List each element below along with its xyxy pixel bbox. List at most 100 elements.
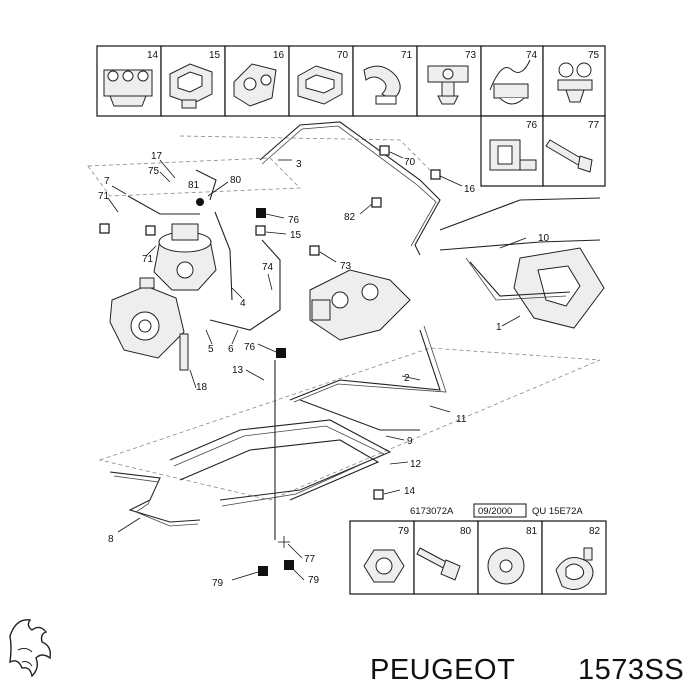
- marker-square: [145, 225, 156, 236]
- pipe-7: [127, 195, 200, 215]
- legend-label: 82: [589, 526, 601, 537]
- callout-label: 70: [404, 157, 416, 168]
- callout-label: 10: [538, 233, 550, 244]
- leader-76a: [265, 213, 285, 219]
- pipe-3-inner: [261, 125, 437, 247]
- legend-label: 16: [273, 50, 285, 61]
- callout-label: 73: [340, 261, 352, 272]
- pipe-10: [439, 239, 601, 251]
- legend-label: 14: [147, 50, 159, 61]
- legend-label: 73: [465, 50, 477, 61]
- engine-mount-icon: [513, 247, 605, 329]
- callout-label: 80: [230, 175, 242, 186]
- leader-75: [159, 171, 171, 183]
- leader-73: [319, 251, 337, 263]
- legend-label: 15: [209, 50, 221, 61]
- marker-square: [379, 145, 390, 156]
- leader-5: [205, 329, 213, 345]
- leader-13: [245, 369, 265, 381]
- legend-label: 74: [526, 50, 538, 61]
- cap-screw-icon: [416, 547, 461, 581]
- washer-icon: [487, 547, 525, 585]
- legend-label: 81: [526, 526, 538, 537]
- callout-label: 8: [108, 534, 114, 545]
- pipe-3: [259, 121, 441, 256]
- reference-strip: 6173072A 09/2000 QU 15E72A: [410, 503, 583, 518]
- pipe-9: [299, 399, 420, 431]
- callout-label: 5: [208, 344, 214, 355]
- leader-15: [265, 231, 287, 235]
- date-box: [473, 503, 527, 518]
- leader-14: [383, 489, 401, 495]
- leader-71b: [145, 245, 157, 257]
- callout-label: 79: [212, 578, 224, 589]
- callout-label: 75: [148, 166, 160, 177]
- leader-9: [385, 435, 405, 441]
- leader-77: [287, 543, 303, 559]
- pipe-4: [214, 211, 233, 301]
- cross-marker-icon: [278, 536, 290, 548]
- injection-pump-icon: [109, 277, 185, 359]
- pipe-6: [209, 239, 281, 331]
- pipe-2-inner: [293, 325, 447, 403]
- drain-tube-icon: [179, 333, 189, 371]
- callout-label: 16: [464, 184, 476, 195]
- leader-79b: [291, 567, 305, 581]
- leader-76b: [257, 343, 277, 353]
- legend-label: 76: [526, 120, 538, 131]
- marker-filled-square: [256, 208, 266, 218]
- leader-16: [439, 175, 463, 187]
- leader-10: [499, 237, 527, 249]
- top-legend: 14 15 16 70 71 73 74 75 76 77: [96, 45, 606, 187]
- drawing-date: 09/2000: [478, 506, 512, 517]
- callout-label: 9: [407, 436, 413, 447]
- marker-filled-square: [284, 560, 294, 570]
- legend-label: 75: [588, 50, 600, 61]
- leader-82: [359, 203, 373, 215]
- pipe-12-inner: [173, 425, 385, 507]
- legend-cell-77: [542, 115, 606, 187]
- pipe-2: [289, 329, 441, 401]
- leader-8: [117, 517, 141, 533]
- leader-6: [231, 329, 239, 345]
- nut-icon: [363, 549, 405, 583]
- legend-label: 71: [401, 50, 413, 61]
- marker-dot: [196, 198, 204, 206]
- floor-outline: [98, 347, 601, 501]
- marker-square: [99, 223, 110, 234]
- double-holder-icon: [297, 65, 343, 105]
- drawing-number: 6173072A: [410, 506, 454, 517]
- callout-label: 13: [232, 365, 244, 376]
- hose-clip-icon: [555, 547, 594, 590]
- pipe-1: [469, 261, 571, 297]
- callout-label: 15: [290, 230, 302, 241]
- marker-square: [255, 225, 266, 236]
- callout-label: 79: [308, 575, 320, 586]
- part-number: 1573SS: [578, 654, 684, 686]
- brand-name: PEUGEOT: [370, 654, 515, 686]
- callout-label: 74: [262, 262, 274, 273]
- pipe-8-inner: [113, 475, 199, 527]
- callout-label: 14: [404, 486, 416, 497]
- callout-label: 81: [188, 180, 200, 191]
- callout-label: 76: [288, 215, 300, 226]
- callout-label: 71: [142, 254, 154, 265]
- bolt-icon: [545, 139, 593, 173]
- callout-label: 7: [104, 176, 110, 187]
- pipe-12-loop: [179, 439, 380, 501]
- peugeot-lion-logo-icon: [9, 619, 52, 678]
- callout-label: 71: [98, 191, 110, 202]
- marker-square: [309, 245, 320, 256]
- main-assembly: 3 70 16 82 10 1 76 15 73 74 11 2 9 12 14…: [87, 121, 605, 589]
- drawing-code: QU 15E72A: [532, 506, 583, 517]
- bracket-icon: [489, 139, 537, 171]
- marker-filled-square: [276, 348, 286, 358]
- marker-filled-square: [258, 566, 268, 576]
- callout-label: 77: [304, 554, 316, 565]
- pin-clip-icon: [427, 65, 469, 105]
- legend-label: 80: [460, 526, 472, 537]
- legend-label: 70: [337, 50, 349, 61]
- pipe-8: [109, 471, 201, 523]
- callout-label: 6: [228, 344, 234, 355]
- leader-4: [231, 287, 243, 299]
